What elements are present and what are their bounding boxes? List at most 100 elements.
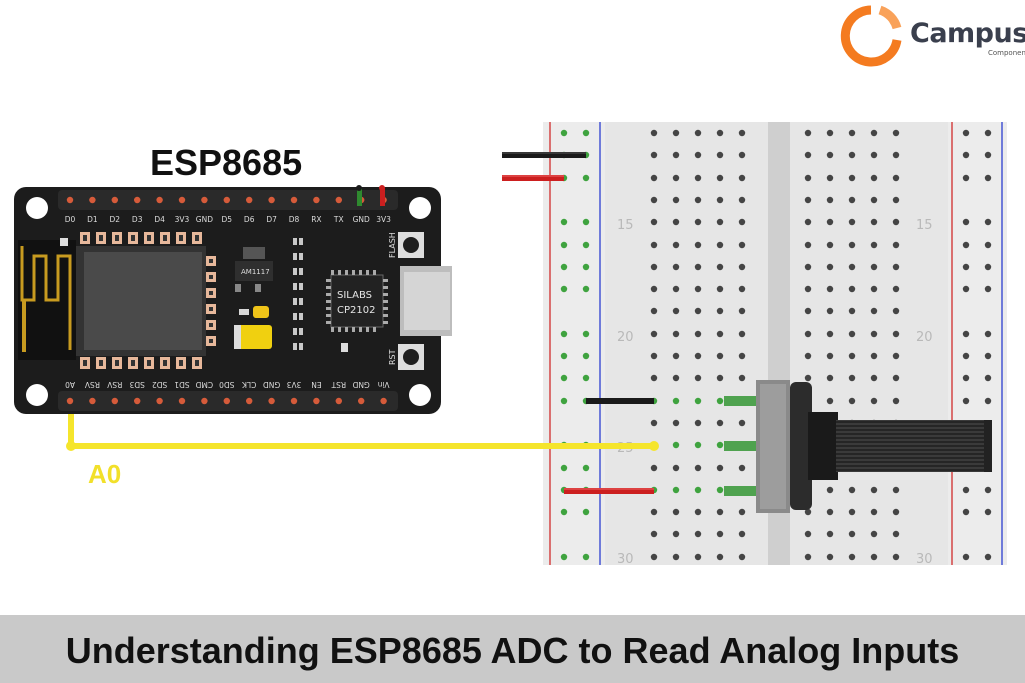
breadboard-hole — [694, 397, 702, 405]
breadboard-hole — [984, 486, 992, 494]
breadboard-hole — [738, 263, 746, 271]
breadboard-hole — [582, 263, 590, 271]
breadboard-hole — [892, 307, 900, 315]
breadboard-hole — [650, 241, 658, 249]
breadboard-hole — [892, 241, 900, 249]
smd-resistor — [293, 343, 297, 350]
breadboard-hole — [892, 486, 900, 494]
breadboard-hole — [892, 330, 900, 338]
footer-banner — [0, 615, 1025, 683]
breadboard-hole — [962, 352, 970, 360]
breadboard-hole — [870, 530, 878, 538]
header-pin — [223, 196, 230, 204]
breadboard-hole — [870, 196, 878, 204]
header-pin — [290, 196, 298, 204]
breadboard-hole — [694, 352, 702, 360]
row-number-30: 30 — [617, 552, 634, 567]
breadboard-hole — [738, 352, 746, 360]
breadboard-hole — [716, 263, 724, 271]
breadboard-hole — [848, 129, 856, 137]
breadboard-hole — [826, 397, 834, 405]
breadboard-hole — [962, 241, 970, 249]
breadboard-hole — [826, 530, 834, 538]
breadboard-hole — [870, 330, 878, 338]
breadboard-hole — [738, 151, 746, 159]
breadboard-hole — [582, 330, 590, 338]
breadboard-hole — [984, 397, 992, 405]
breadboard-hole — [672, 263, 680, 271]
bottom-pin-label: RSV — [84, 380, 100, 389]
breadboard-hole — [826, 151, 834, 159]
breadboard-hole — [892, 129, 900, 137]
smd-resistor — [299, 238, 303, 245]
top-pin-label: RX — [311, 215, 321, 224]
breadboard-hole — [672, 285, 680, 293]
breadboard-hole — [650, 307, 658, 315]
breadboard-hole — [650, 419, 658, 427]
breadboard-hole — [672, 530, 680, 538]
bottom-pin-label: 3V3 — [286, 380, 301, 389]
breadboard-hole — [962, 129, 970, 137]
breadboard-hole — [650, 553, 658, 561]
breadboard-hole — [716, 241, 724, 249]
breadboard-hole — [984, 129, 992, 137]
smd-resistor — [293, 253, 297, 260]
breadboard-hole — [892, 397, 900, 405]
breadboard-hole — [582, 174, 590, 182]
breadboard-hole — [694, 196, 702, 204]
breadboard-hole — [848, 330, 856, 338]
breadboard-hole — [870, 151, 878, 159]
breadboard-hole — [804, 285, 812, 293]
breadboard-hole — [716, 218, 724, 226]
breadboard-hole — [826, 486, 834, 494]
breadboard-hole — [560, 352, 568, 360]
breadboard-hole — [848, 397, 856, 405]
header-pin — [134, 397, 141, 405]
breadboard-hole — [716, 330, 724, 338]
breadboard-hole — [738, 196, 746, 204]
breadboard-hole — [892, 196, 900, 204]
breadboard-hole — [804, 129, 812, 137]
breadboard-hole — [560, 374, 568, 382]
breadboard-hole — [738, 464, 746, 472]
breadboard-hole — [582, 129, 590, 137]
breadboard-hole — [804, 307, 812, 315]
breadboard-hole — [716, 397, 724, 405]
breadboard-hole — [716, 352, 724, 360]
breadboard-hole — [984, 374, 992, 382]
breadboard-hole — [694, 307, 702, 315]
breadboard-hole — [804, 352, 812, 360]
breadboard-hole — [672, 129, 680, 137]
breadboard-hole — [962, 218, 970, 226]
header-pin — [358, 397, 365, 405]
bottom-pin-label: EN — [311, 380, 321, 389]
breadboard-hole — [870, 486, 878, 494]
breadboard-hole — [984, 174, 992, 182]
breadboard-hole — [650, 285, 658, 293]
breadboard-hole — [892, 174, 900, 182]
a0-wire-label: A0 — [88, 459, 122, 489]
top-pin-label: D6 — [244, 215, 255, 224]
breadboard-hole — [962, 397, 970, 405]
top-pin-label: TX — [333, 215, 344, 224]
header-pin — [335, 397, 342, 405]
header-pin — [313, 196, 320, 204]
top-pin-label: D1 — [87, 215, 98, 224]
smd-resistor — [293, 268, 297, 275]
header-pin — [223, 397, 230, 405]
row-number-15: 15 — [617, 218, 634, 233]
breadboard-hole — [892, 263, 900, 271]
breadboard-hole — [650, 330, 658, 338]
breadboard-hole — [716, 486, 724, 494]
smd-resistor — [299, 328, 303, 335]
logo-text: Campus — [910, 18, 1025, 49]
breadboard-hole — [672, 374, 680, 382]
breadboard-hole — [560, 464, 568, 472]
smd-resistor — [293, 328, 297, 335]
header-pin — [66, 196, 74, 204]
breadboard-hole — [672, 307, 680, 315]
breadboard-hole — [984, 218, 992, 226]
breadboard-hole — [716, 374, 724, 382]
breadboard-hole — [984, 508, 992, 516]
